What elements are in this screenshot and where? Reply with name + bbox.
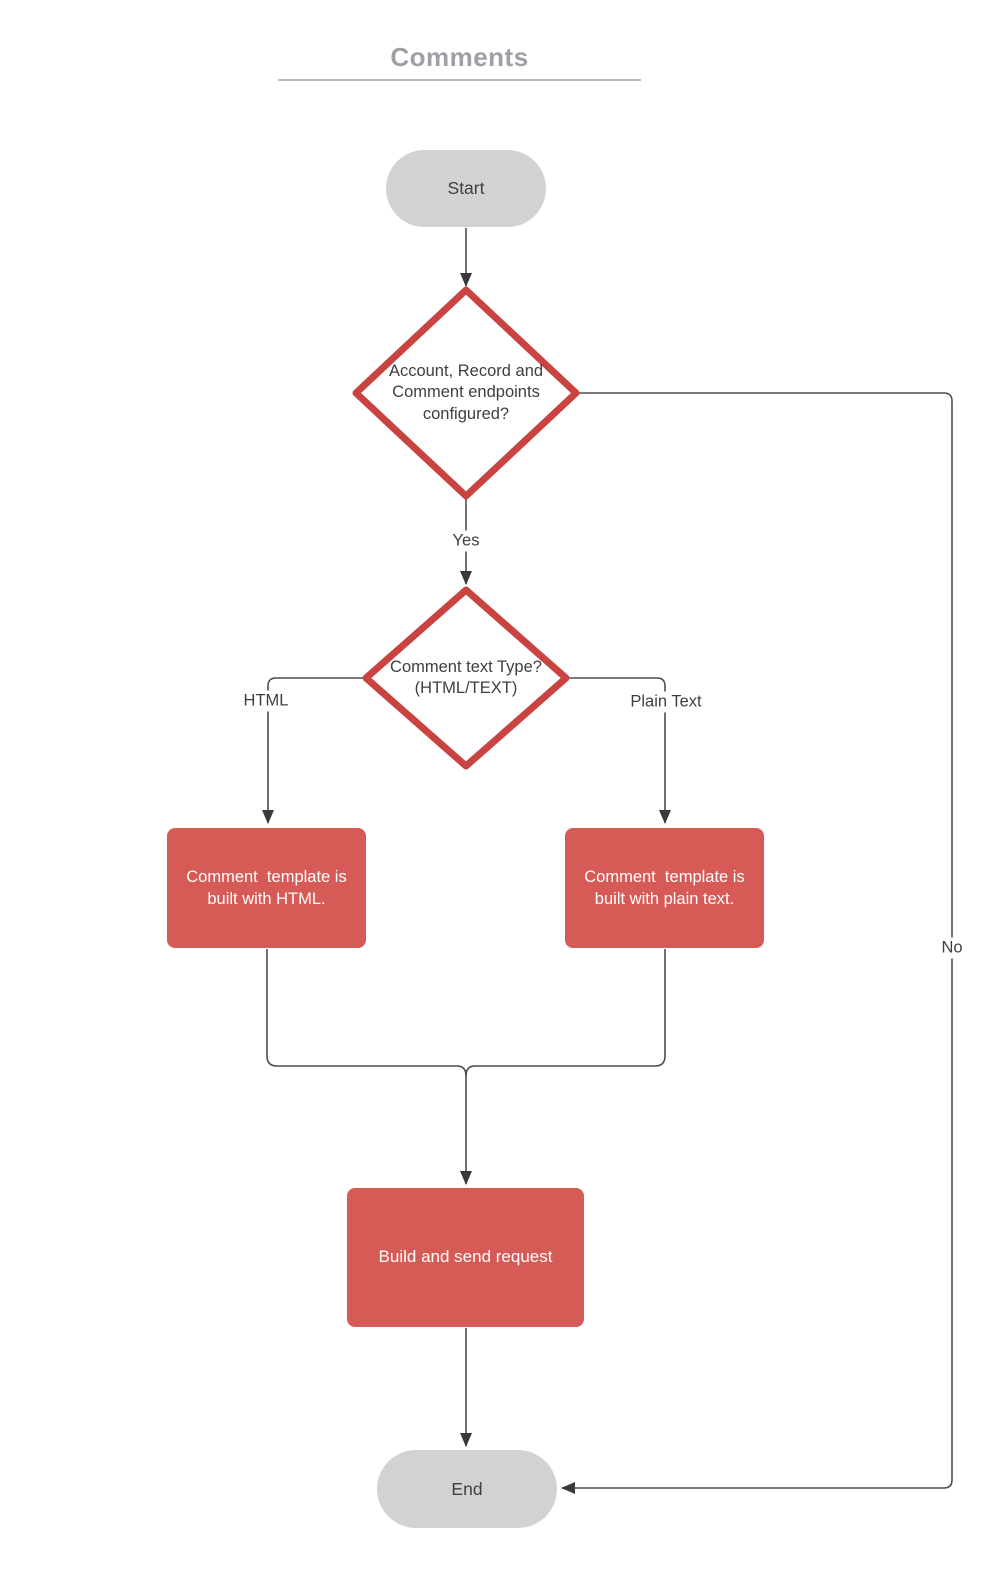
end-node: End (377, 1450, 557, 1528)
process-html-template-node: Comment template is built with HTML. (167, 828, 366, 948)
edge-label-html: HTML (239, 690, 293, 712)
decision-endpoints-diamond-shape (352, 286, 580, 500)
connector-plain-text-branch (569, 677, 671, 824)
end-node-label: End (451, 1478, 483, 1499)
process-plain-template-node: Comment template is built with plain tex… (565, 828, 764, 948)
edge-label-no: No (937, 937, 967, 959)
connector-html-box-to-merge (266, 949, 467, 1077)
connector-html-branch (262, 677, 363, 824)
process-build-request-label: Build and send request (378, 1247, 553, 1267)
edge-label-yes: Yes (448, 530, 484, 552)
title-underline (278, 79, 641, 81)
process-html-template-label: Comment template is built with HTML. (186, 867, 352, 908)
connector-plain-box-to-merge (465, 949, 666, 1077)
edge-label-plain-text: Plain Text (626, 691, 706, 713)
start-node: Start (386, 150, 546, 227)
process-plain-template-label: Comment template is built with plain tex… (584, 867, 750, 908)
decision-text-type-diamond-shape (362, 586, 570, 770)
diagram-title: Comments (390, 42, 529, 72)
start-node-label: Start (447, 178, 485, 198)
process-build-request-node: Build and send request (347, 1188, 584, 1327)
